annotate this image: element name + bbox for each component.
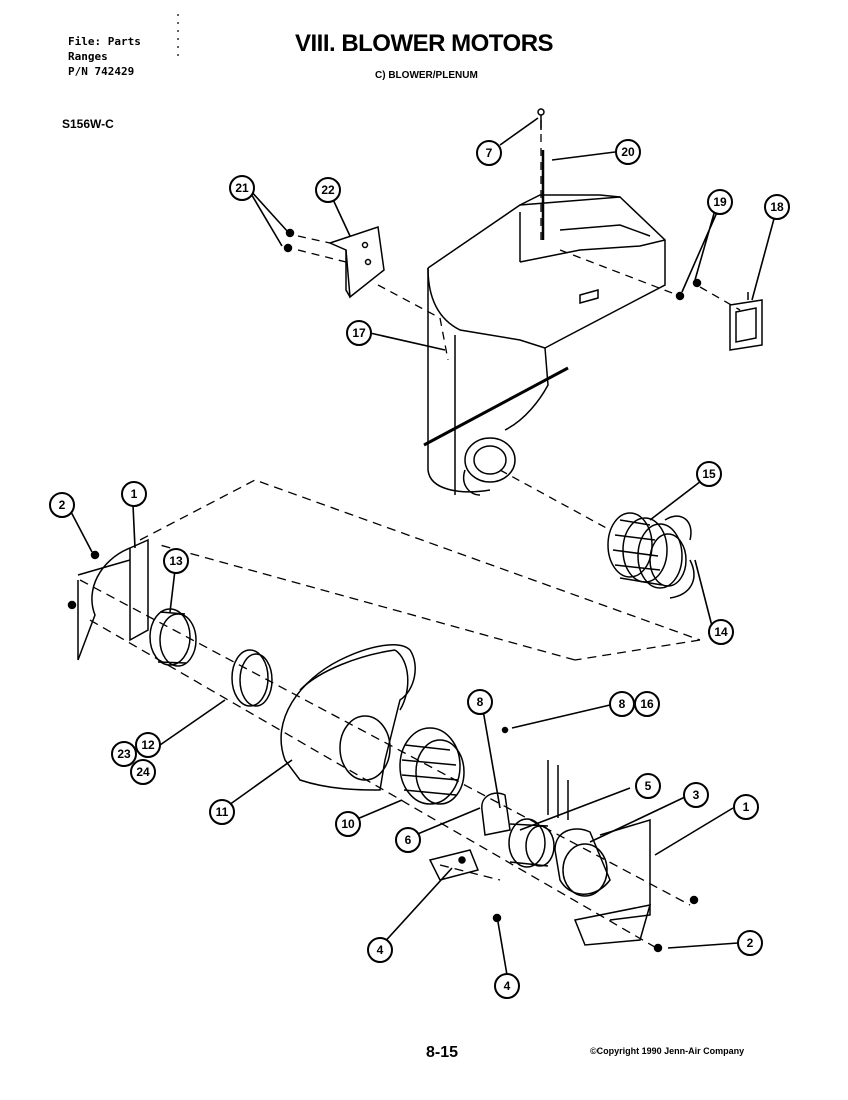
- blower-wheel-10: [399, 727, 465, 805]
- clamp-band-12: [231, 649, 273, 707]
- callout-21: 21: [229, 175, 255, 201]
- callout-3: 3: [683, 782, 709, 808]
- svg-text:11: 11: [216, 805, 229, 819]
- callout-10: 10: [335, 811, 361, 837]
- header-file-line: File: Parts: [68, 35, 141, 48]
- svg-text:6: 6: [405, 833, 412, 847]
- svg-text:14: 14: [714, 625, 728, 639]
- svg-text:16: 16: [640, 697, 654, 711]
- callout-7: 7: [476, 140, 502, 166]
- svg-text:2: 2: [747, 936, 754, 950]
- header-ranges-line: Ranges: [68, 50, 108, 63]
- svg-text:22: 22: [321, 183, 335, 197]
- blower-ring-15: [607, 512, 695, 599]
- callout-14: 14: [708, 619, 734, 645]
- svg-text:20: 20: [621, 145, 635, 159]
- svg-text:8: 8: [619, 697, 626, 711]
- callout-23: 23: [111, 741, 137, 767]
- svg-text:8: 8: [477, 695, 484, 709]
- svg-text:23: 23: [117, 747, 131, 761]
- callout-5: 5: [635, 773, 661, 799]
- page-number: 8-15: [426, 1044, 459, 1061]
- svg-text:7: 7: [486, 146, 493, 160]
- callout-11: 11: [209, 799, 235, 825]
- callout-1-left: 1: [121, 481, 147, 507]
- page-subtitle: C) BLOWER/PLENUM: [375, 70, 478, 81]
- svg-text:24: 24: [136, 765, 150, 779]
- callout-18: 18: [764, 194, 790, 220]
- bracket-18: [729, 292, 763, 351]
- top-guide-lines: [297, 120, 741, 531]
- callout-4-left: 4: [367, 937, 393, 963]
- motor-assembly: [428, 760, 569, 881]
- header-pn-line: P/N 742429: [68, 65, 135, 78]
- svg-text:5: 5: [645, 779, 652, 793]
- callout-20: 20: [615, 139, 641, 165]
- blower-housing-11: [280, 644, 416, 791]
- plenum-housing: [423, 194, 666, 496]
- svg-text:3: 3: [693, 788, 700, 802]
- callout-24: 24: [130, 759, 156, 785]
- top-fasteners: [283, 108, 702, 301]
- callout-2-left: 2: [49, 492, 75, 518]
- callout-19: 19: [707, 189, 733, 215]
- page-title: VIII. BLOWER MOTORS: [294, 30, 554, 57]
- callout-12: 12: [135, 732, 161, 758]
- callout-6: 6: [395, 827, 421, 853]
- svg-text:4: 4: [504, 979, 511, 993]
- svg-text:4: 4: [377, 943, 384, 957]
- callout-13: 13: [163, 548, 189, 574]
- callout-22: 22: [315, 177, 341, 203]
- model-number: S156W-C: [62, 117, 114, 131]
- svg-text:19: 19: [713, 195, 727, 209]
- svg-text:10: 10: [341, 817, 355, 831]
- svg-text:21: 21: [235, 181, 249, 195]
- callout-1-right: 1: [733, 794, 759, 820]
- copyright-notice: ©Copyright 1990 Jenn-Air Company: [590, 1046, 745, 1056]
- svg-text:2: 2: [59, 498, 66, 512]
- callout-bubbles: 7 20 21 22 19 18 17 15 2 1 13 14 8 8 16 …: [49, 139, 790, 999]
- svg-text:1: 1: [743, 800, 750, 814]
- mounting-bracket-22: [327, 226, 385, 299]
- svg-text:13: 13: [169, 554, 183, 568]
- callout-8-right: 8: [609, 691, 635, 717]
- left-mount-bracket: [67, 538, 149, 661]
- callout-2-right: 2: [737, 930, 763, 956]
- leader-lines: [69, 117, 776, 976]
- svg-text:1: 1: [131, 487, 138, 501]
- callout-16: 16: [634, 691, 660, 717]
- callout-15: 15: [696, 461, 722, 487]
- svg-text:15: 15: [702, 467, 716, 481]
- svg-text:18: 18: [770, 200, 784, 214]
- callout-4-bottom: 4: [494, 973, 520, 999]
- svg-text:12: 12: [141, 738, 155, 752]
- callout-17: 17: [346, 320, 372, 346]
- svg-text:17: 17: [352, 326, 366, 340]
- right-end-cap: [458, 726, 699, 953]
- callout-8-upper: 8: [467, 689, 493, 715]
